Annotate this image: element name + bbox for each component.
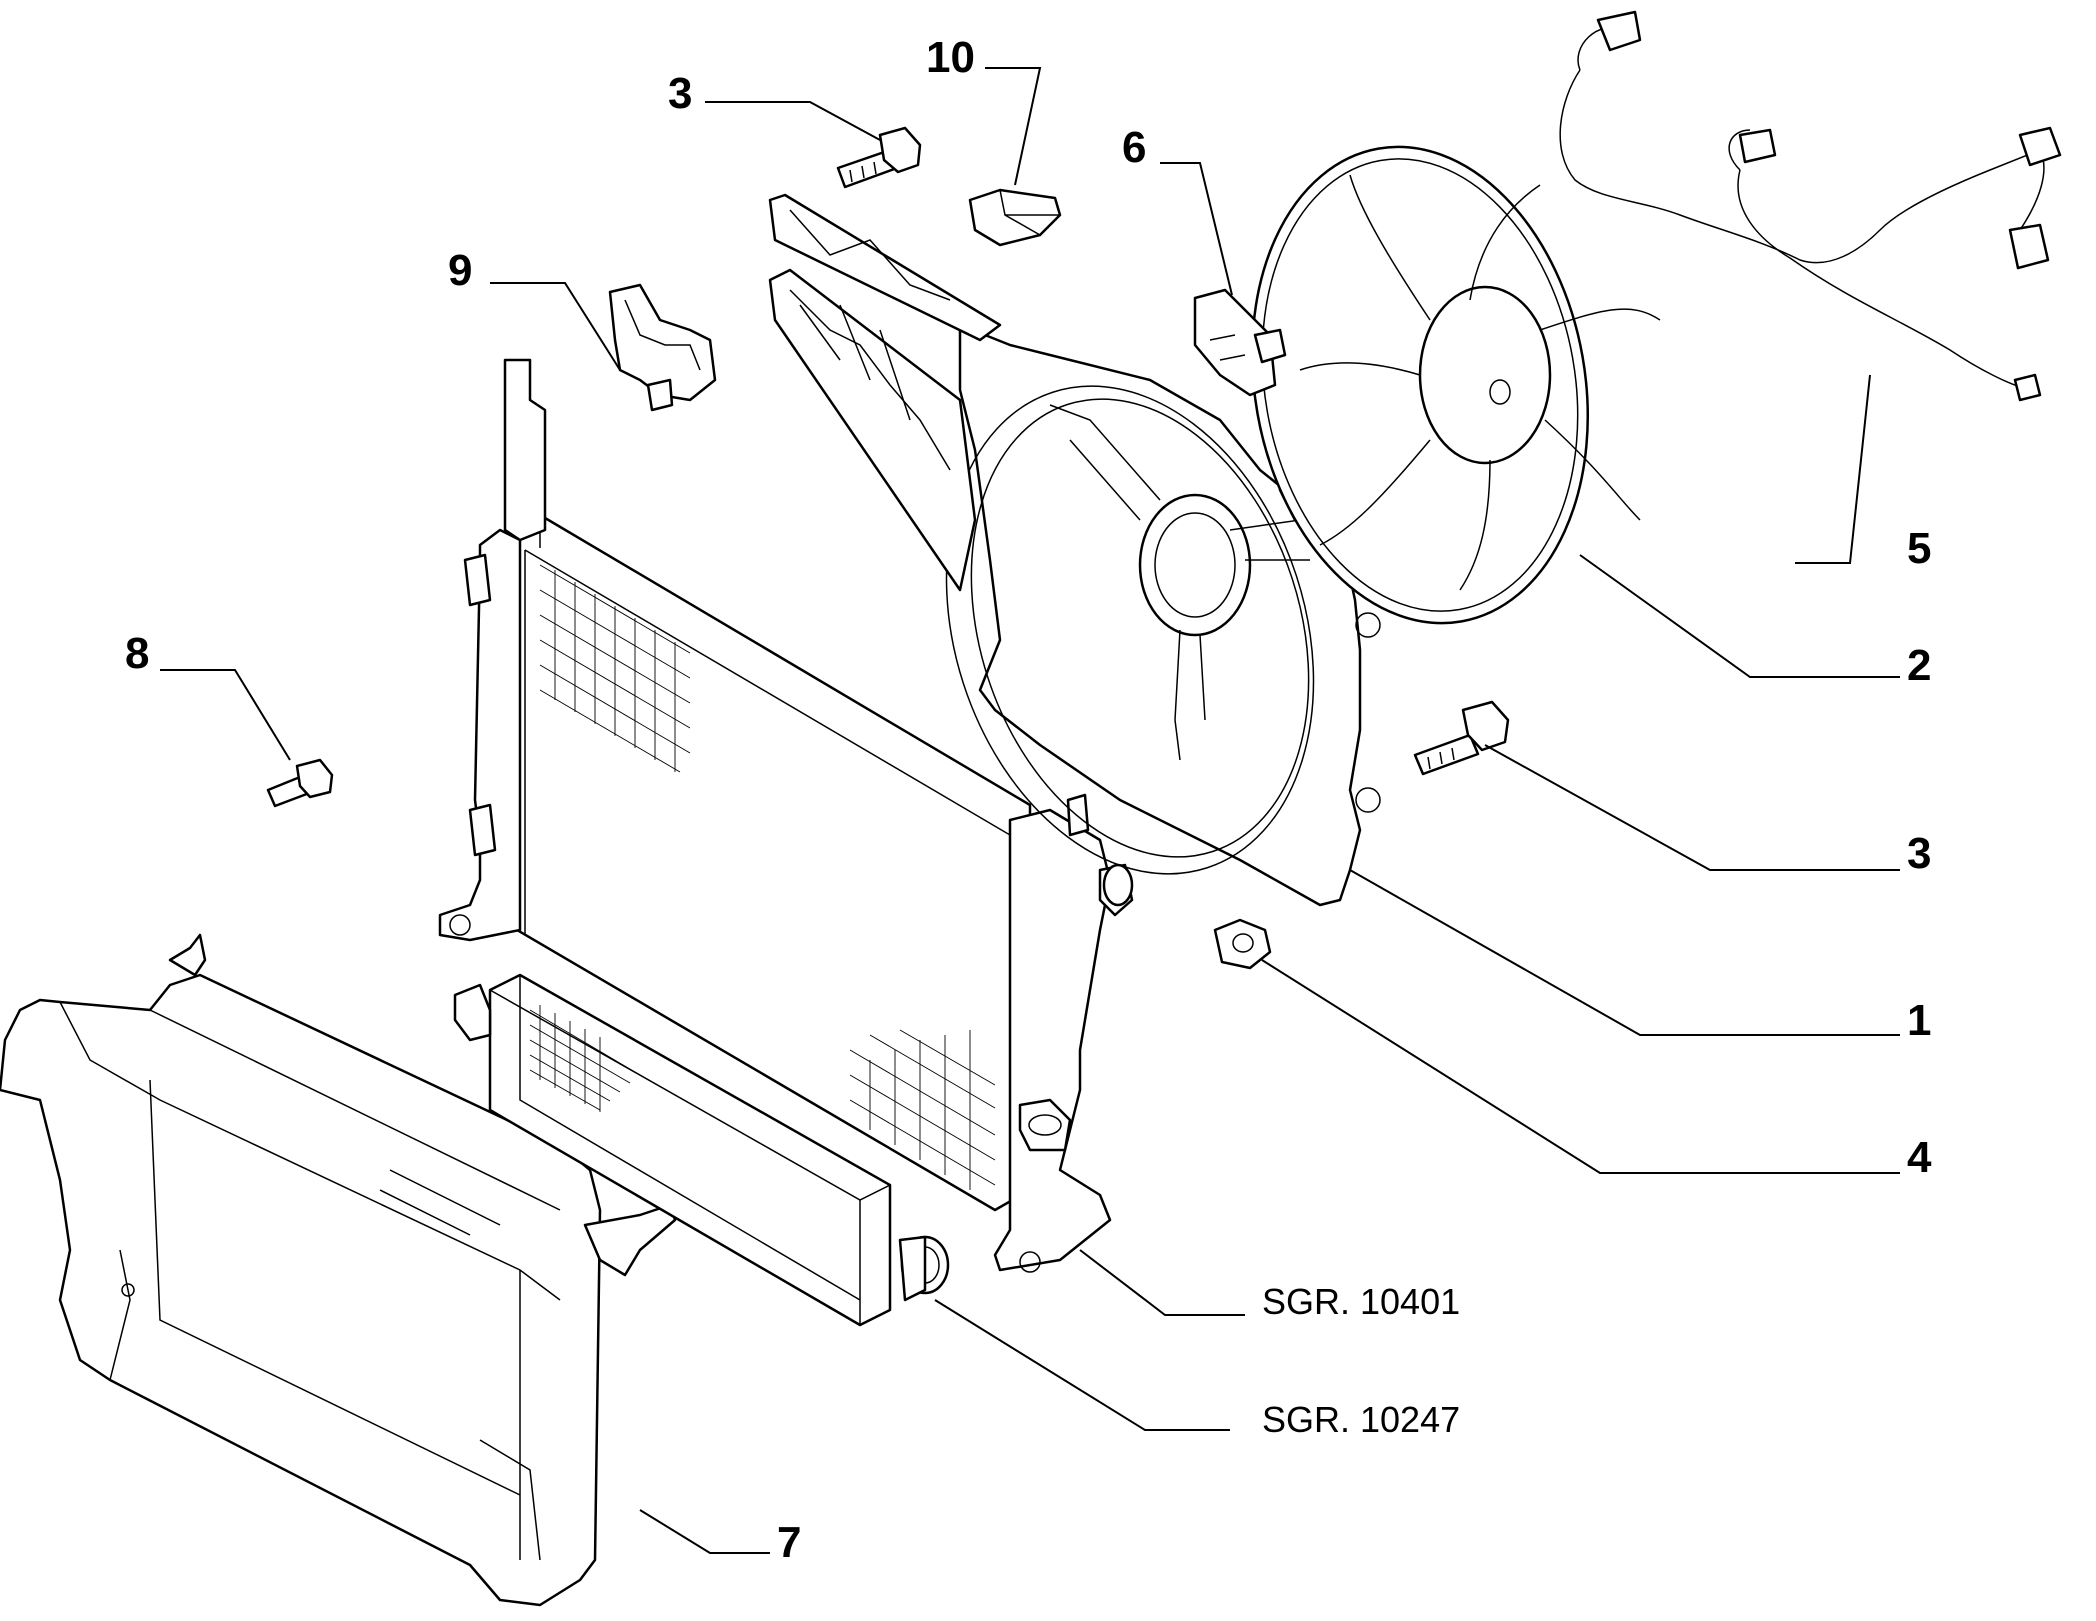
- holder: [608, 283, 717, 412]
- callout-label-9: 9: [448, 246, 472, 295]
- callout-label-3-upper: 3: [668, 69, 692, 118]
- clip: [968, 188, 1062, 247]
- reference-intercooler: SGR. 10247: [1262, 1399, 1460, 1440]
- radiator: [438, 358, 1134, 1273]
- bolt-upper: [836, 126, 922, 189]
- radiator-core-mesh: [539, 564, 996, 1190]
- intercooler-mesh: [529, 1005, 641, 1112]
- callout-label-1: 1: [1907, 996, 1931, 1045]
- fan-blades: [1299, 174, 1661, 591]
- wiring-harness: [1559, 10, 2062, 402]
- callout-label-8: 8: [125, 629, 149, 678]
- fan-shroud-ribbing: [789, 209, 951, 471]
- callout-label-6: 6: [1122, 123, 1146, 172]
- callout-label-7: 7: [777, 1518, 801, 1567]
- fan-shroud: [768, 193, 1381, 907]
- bracket: [1193, 288, 1287, 397]
- air-duct-shroud: [0, 933, 677, 1607]
- leader-lines: [160, 67, 1900, 1554]
- bolt-right: [1413, 700, 1510, 776]
- callout-label-3-right: 3: [1907, 829, 1931, 878]
- fan: [1250, 145, 1661, 625]
- reference-radiator: SGR. 10401: [1262, 1281, 1460, 1322]
- intercooler: [453, 973, 950, 1327]
- callout-label-2: 2: [1907, 641, 1931, 690]
- nut: [1213, 918, 1272, 970]
- callout-label-5: 5: [1907, 524, 1931, 573]
- small-bolt: [266, 758, 334, 808]
- callout-label-10: 10: [926, 33, 975, 82]
- callout-label-4: 4: [1907, 1133, 1932, 1182]
